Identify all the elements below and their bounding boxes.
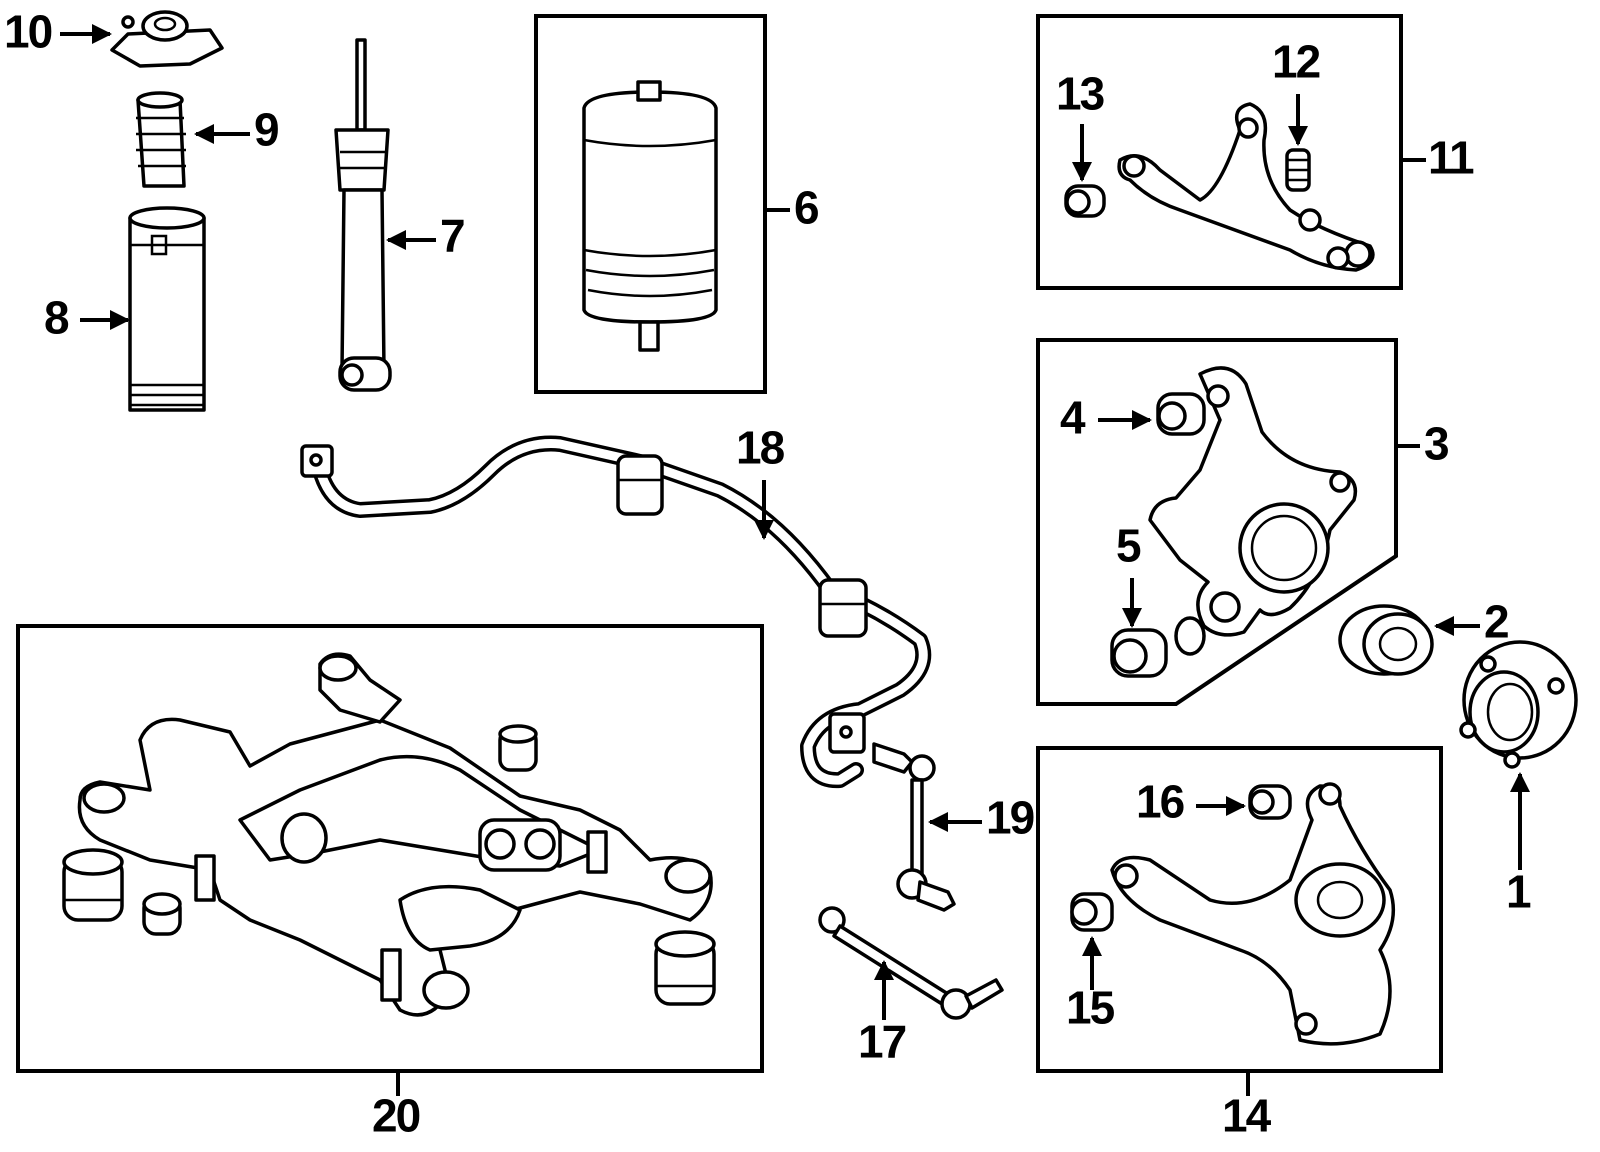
box-air-spring (534, 14, 767, 394)
callout-13: 13 (1056, 68, 1104, 120)
callout-15: 15 (1066, 982, 1115, 1034)
stabilizer-bar-part (300, 435, 932, 789)
callout-1: 1 (1506, 866, 1531, 918)
lower-arm-bushing-front-part (1248, 784, 1292, 820)
callout-17: 17 (858, 1016, 906, 1068)
callout-5: 5 (1116, 520, 1141, 572)
callout-9: 9 (254, 104, 278, 156)
upper-arm-bushing-small-part (1064, 184, 1106, 218)
upper-arm-bushing-part (1285, 148, 1311, 192)
callout-8: 8 (44, 292, 69, 344)
box-upper-control-arm (1036, 14, 1403, 290)
box-lower-control-arm (1036, 746, 1443, 1073)
crossmember-bushing-3-part (142, 892, 182, 936)
callout-20: 20 (372, 1090, 420, 1142)
callout-14: 14 (1222, 1090, 1272, 1142)
toe-link-part (818, 906, 1004, 1020)
callout-11: 11 (1428, 132, 1474, 184)
box-crossmember (16, 624, 764, 1073)
crossmember-part (77, 652, 713, 1017)
air-spring-part (582, 80, 718, 352)
stabilizer-link-part (872, 742, 956, 912)
upper-control-arm-part (1117, 102, 1375, 272)
strut-mount-part (110, 10, 224, 68)
callout-19: 19 (986, 792, 1034, 844)
crossmember-bushing-1-part (498, 724, 538, 772)
knuckle-bushing-upper-part (1156, 392, 1206, 436)
bump-stop-part (136, 91, 186, 188)
box-knuckle (1036, 338, 1398, 706)
wheel-hub-part (1459, 640, 1578, 769)
callout-7: 7 (440, 210, 464, 262)
lower-arm-bushing-rear-part (1070, 892, 1114, 932)
dust-boot-part (128, 206, 206, 412)
callout-12: 12 (1272, 36, 1320, 88)
crossmember-bushing-2-part (62, 848, 124, 922)
knuckle-bushing-lower-part (1110, 616, 1206, 678)
callout-18: 18 (736, 422, 785, 474)
callout-3: 3 (1424, 418, 1448, 470)
callout-6: 6 (794, 182, 818, 234)
callout-16: 16 (1136, 776, 1184, 828)
callout-2: 2 (1484, 596, 1508, 648)
lower-control-arm-part (1110, 782, 1396, 1046)
crossmember-bushing-4-part (654, 930, 716, 1006)
callout-10: 10 (4, 6, 52, 58)
wheel-bearing-part (1338, 604, 1434, 676)
shock-absorber-part (334, 38, 392, 392)
knuckle-part (1148, 366, 1358, 637)
callout-4: 4 (1060, 392, 1086, 444)
